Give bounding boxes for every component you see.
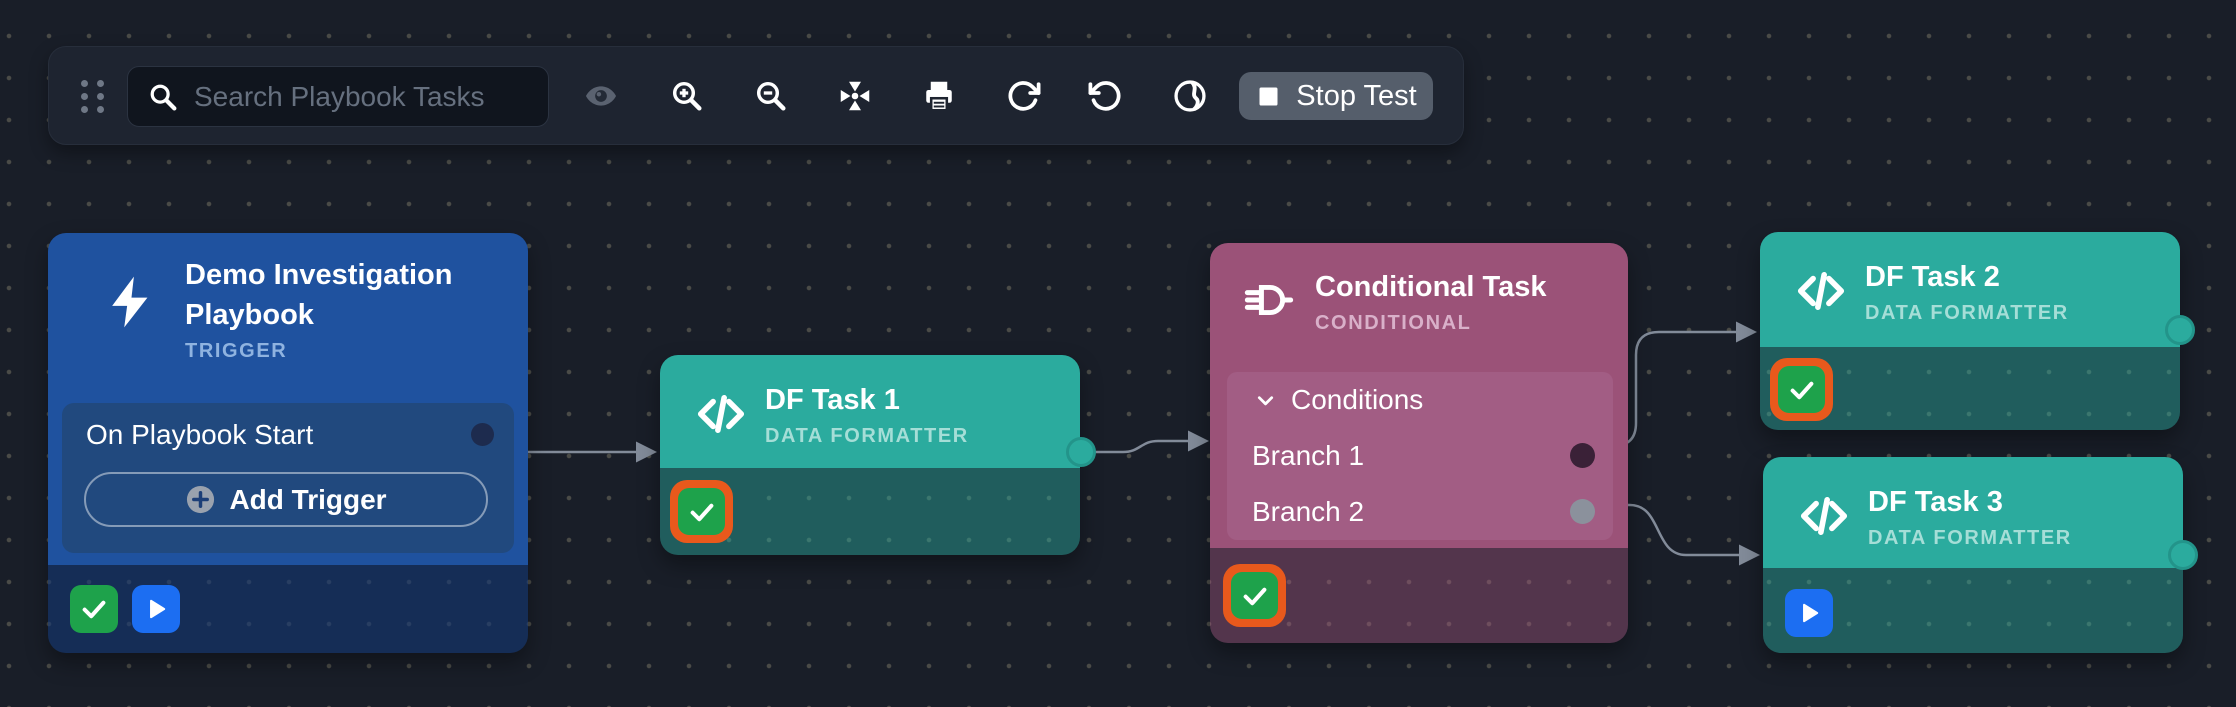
branch-label: Branch 2: [1252, 496, 1365, 527]
zoom-out-button[interactable]: [749, 74, 793, 118]
trigger-list-panel: On Playbook Start Add Trigger: [62, 403, 514, 553]
arrowhead: [1736, 321, 1757, 343]
trigger-row-on-playbook-start[interactable]: On Playbook Start: [62, 403, 514, 467]
selected-status-ring[interactable]: [670, 480, 733, 543]
node-title: DF Task 2: [1865, 261, 2000, 293]
undo-button[interactable]: [1084, 74, 1128, 118]
search-icon: [146, 80, 180, 114]
selected-status-ring[interactable]: [1770, 358, 1833, 421]
globe-icon: [1172, 78, 1208, 114]
stop-test-label: Stop Test: [1296, 79, 1417, 112]
node-type-label: TRIGGER: [185, 340, 288, 362]
task-status-bar: [1760, 347, 2180, 430]
stop-test-button[interactable]: Stop Test: [1239, 72, 1433, 120]
node-title: Demo Investigation Playbook: [185, 259, 453, 331]
status-success-badge[interactable]: [70, 585, 118, 633]
node-df-task-1[interactable]: DF Task 1 DATA FORMATTER: [660, 355, 1080, 555]
node-type-label: DATA FORMATTER: [765, 425, 969, 447]
status-run-badge[interactable]: [132, 585, 180, 633]
df-task-3-output-port[interactable]: [2168, 540, 2198, 570]
node-conditional[interactable]: Conditional Task CONDITIONAL Conditions …: [1210, 243, 1628, 643]
node-trigger[interactable]: Demo Investigation Playbook TRIGGER On P…: [48, 233, 528, 653]
lightning-bolt-icon: [102, 273, 160, 331]
branch-label: Branch 1: [1252, 440, 1365, 471]
trigger-status-bar: [48, 565, 528, 653]
task-status-bar: [1763, 568, 2183, 653]
search-input[interactable]: [194, 80, 555, 113]
code-icon: [1797, 489, 1851, 543]
redo-button[interactable]: [1001, 74, 1045, 118]
branch-row-2[interactable]: Branch 2: [1227, 484, 1613, 540]
fit-view-icon: [837, 78, 873, 114]
undo-icon: [1088, 78, 1124, 114]
node-df-task-3[interactable]: DF Task 3 DATA FORMATTER: [1763, 457, 2183, 653]
conditional-status-bar: [1210, 548, 1628, 643]
plus-circle-icon: [185, 484, 216, 515]
redo-icon: [1005, 78, 1041, 114]
logic-gate-icon: [1243, 274, 1295, 326]
zoom-in-button[interactable]: [665, 74, 709, 118]
add-trigger-label: Add Trigger: [229, 483, 387, 515]
playbook-toolbar: Stop Test: [48, 46, 1464, 145]
visibility-button[interactable]: [579, 74, 623, 118]
conditional-node-body: Conditional Task CONDITIONAL Conditions …: [1210, 243, 1628, 548]
fit-view-button[interactable]: [833, 74, 877, 118]
status-success-badge[interactable]: [678, 488, 725, 535]
node-title: DF Task 1: [765, 384, 900, 416]
conditions-header-row[interactable]: Conditions: [1227, 372, 1613, 428]
df-task-1-output-port[interactable]: [1066, 437, 1096, 467]
df-task-2-output-port[interactable]: [2165, 315, 2195, 345]
task-header: DF Task 1 DATA FORMATTER: [660, 355, 1080, 468]
status-success-badge[interactable]: [1231, 572, 1278, 619]
search-box[interactable]: [127, 66, 555, 127]
trigger-row-label: On Playbook Start: [86, 419, 314, 450]
branch-1-output-port[interactable]: [1570, 443, 1595, 468]
task-header: DF Task 2 DATA FORMATTER: [1760, 232, 2180, 347]
zoom-in-icon: [669, 78, 705, 114]
print-icon: [921, 78, 957, 114]
edge-df1-to-conditional: [1081, 439, 1193, 454]
task-status-bar: [660, 468, 1080, 555]
trigger-output-port[interactable]: [471, 423, 494, 446]
drag-handle-icon[interactable]: [81, 80, 104, 113]
arrowhead: [1739, 544, 1760, 566]
globe-button[interactable]: [1168, 74, 1212, 118]
eye-icon: [583, 78, 619, 114]
zoom-out-icon: [753, 78, 789, 114]
node-title: Conditional Task: [1315, 271, 1547, 303]
node-type-label: DATA FORMATTER: [1865, 302, 2069, 324]
status-run-badge[interactable]: [1785, 589, 1833, 637]
trigger-node-body: Demo Investigation Playbook TRIGGER On P…: [48, 233, 528, 565]
branch-2-output-port[interactable]: [1570, 499, 1595, 524]
code-icon: [1794, 264, 1848, 318]
conditions-panel: Conditions Branch 1 Branch 2: [1227, 372, 1613, 540]
print-button[interactable]: [917, 74, 961, 118]
task-header: DF Task 3 DATA FORMATTER: [1763, 457, 2183, 568]
conditions-label: Conditions: [1291, 384, 1424, 415]
code-icon: [694, 387, 748, 441]
node-type-label: DATA FORMATTER: [1868, 527, 2072, 549]
chevron-down-icon: [1252, 387, 1279, 414]
branch-row-1[interactable]: Branch 1: [1227, 428, 1613, 484]
arrowhead: [636, 441, 657, 463]
arrowhead: [1188, 430, 1209, 452]
add-trigger-button[interactable]: Add Trigger: [84, 472, 488, 527]
node-title: DF Task 3: [1868, 486, 2003, 518]
selected-status-ring[interactable]: [1223, 564, 1286, 627]
node-df-task-2[interactable]: DF Task 2 DATA FORMATTER: [1760, 232, 2180, 430]
node-type-label: CONDITIONAL: [1315, 312, 1472, 334]
status-success-badge[interactable]: [1778, 366, 1825, 413]
stop-icon: [1255, 83, 1282, 110]
